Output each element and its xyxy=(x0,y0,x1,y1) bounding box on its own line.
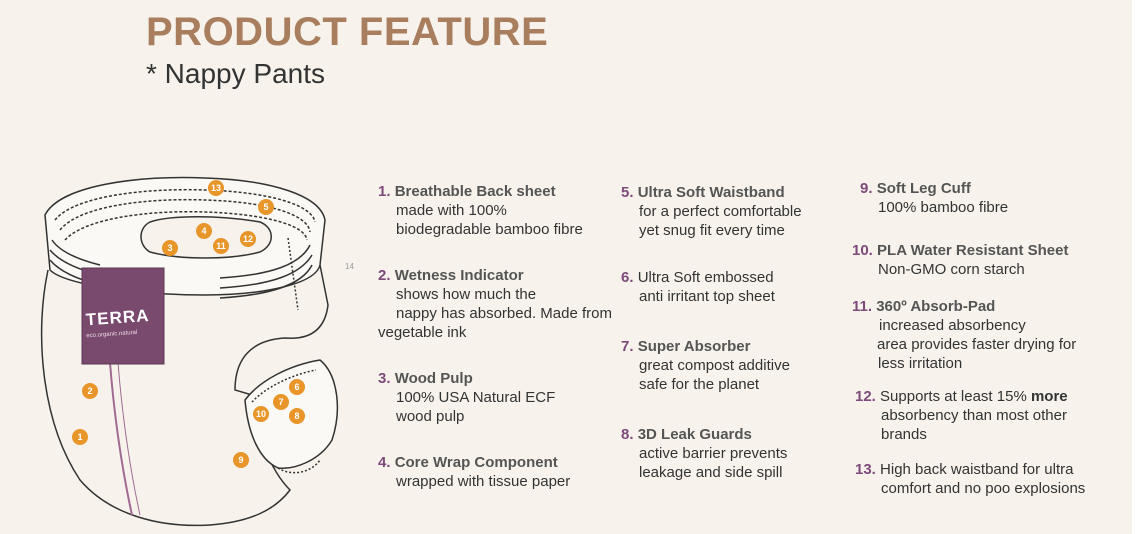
svg-text:5: 5 xyxy=(263,202,268,212)
marker-2: 2 xyxy=(82,383,98,399)
svg-text:4: 4 xyxy=(201,226,206,236)
svg-text:6: 6 xyxy=(294,382,299,392)
marker-9: 9 xyxy=(233,452,249,468)
feature-6: 6. Ultra Soft embossed anti irritant top… xyxy=(621,269,775,305)
marker-11: 11 xyxy=(213,238,229,254)
brand-tagline: eco.organic.natural xyxy=(86,330,137,340)
feature-1: 1. Breathable Back sheet made with 100% … xyxy=(378,183,583,238)
marker-10: 10 xyxy=(253,406,269,422)
marker-4: 4 xyxy=(196,223,212,239)
marker-5: 5 xyxy=(258,199,274,215)
page-title: PRODUCT FEATURE xyxy=(146,10,549,54)
svg-text:12: 12 xyxy=(243,234,253,244)
feature-9: 9. Soft Leg Cuff 100% bamboo fibre xyxy=(860,180,1009,216)
marker-1: 1 xyxy=(72,429,88,445)
feature-2: 2. Wetness Indicator shows how much the … xyxy=(378,267,612,341)
feature-13: 13. High back waistband for ultra comfor… xyxy=(855,461,1086,497)
feature-3: 3. Wood Pulp 100% USA Natural ECF wood p… xyxy=(378,370,556,425)
marker-6: 6 xyxy=(289,379,305,395)
feature-8: 8. 3D Leak Guards active barrier prevent… xyxy=(621,426,788,481)
marker-12: 12 xyxy=(240,231,256,247)
svg-text:9: 9 xyxy=(238,455,243,465)
svg-text:13: 13 xyxy=(211,183,221,193)
feature-4: 4. Core Wrap Component wrapped with tiss… xyxy=(378,454,571,490)
svg-text:10: 10 xyxy=(256,409,266,419)
stray-label: 14 xyxy=(345,262,354,271)
marker-7: 7 xyxy=(273,394,289,410)
feature-11: 11. 360º Absorb-Pad increased absorbency… xyxy=(852,298,1077,372)
svg-text:7: 7 xyxy=(278,397,283,407)
nappy-illustration: TERRA eco.organic.natural 1 2 3 4 5 6 7 … xyxy=(40,176,339,527)
right-edge-strip xyxy=(1132,0,1135,534)
feature-7: 7. Super Absorber great compost additive… xyxy=(621,338,790,393)
marker-3: 3 xyxy=(162,240,178,256)
feature-10: 10. PLA Water Resistant Sheet Non-GMO co… xyxy=(852,242,1069,278)
page-subtitle: * Nappy Pants xyxy=(146,58,325,89)
marker-13: 13 xyxy=(208,180,224,196)
svg-text:11: 11 xyxy=(216,241,226,251)
svg-text:3: 3 xyxy=(167,243,172,253)
brand-logo-text: TERRA xyxy=(85,306,150,329)
svg-text:1: 1 xyxy=(77,432,82,442)
feature-5: 5. Ultra Soft Waistband for a perfect co… xyxy=(621,184,802,239)
svg-text:2: 2 xyxy=(87,386,92,396)
svg-text:8: 8 xyxy=(294,411,299,421)
feature-12: 12. Supports at least 15% more absorbenc… xyxy=(855,388,1068,443)
marker-8: 8 xyxy=(289,408,305,424)
